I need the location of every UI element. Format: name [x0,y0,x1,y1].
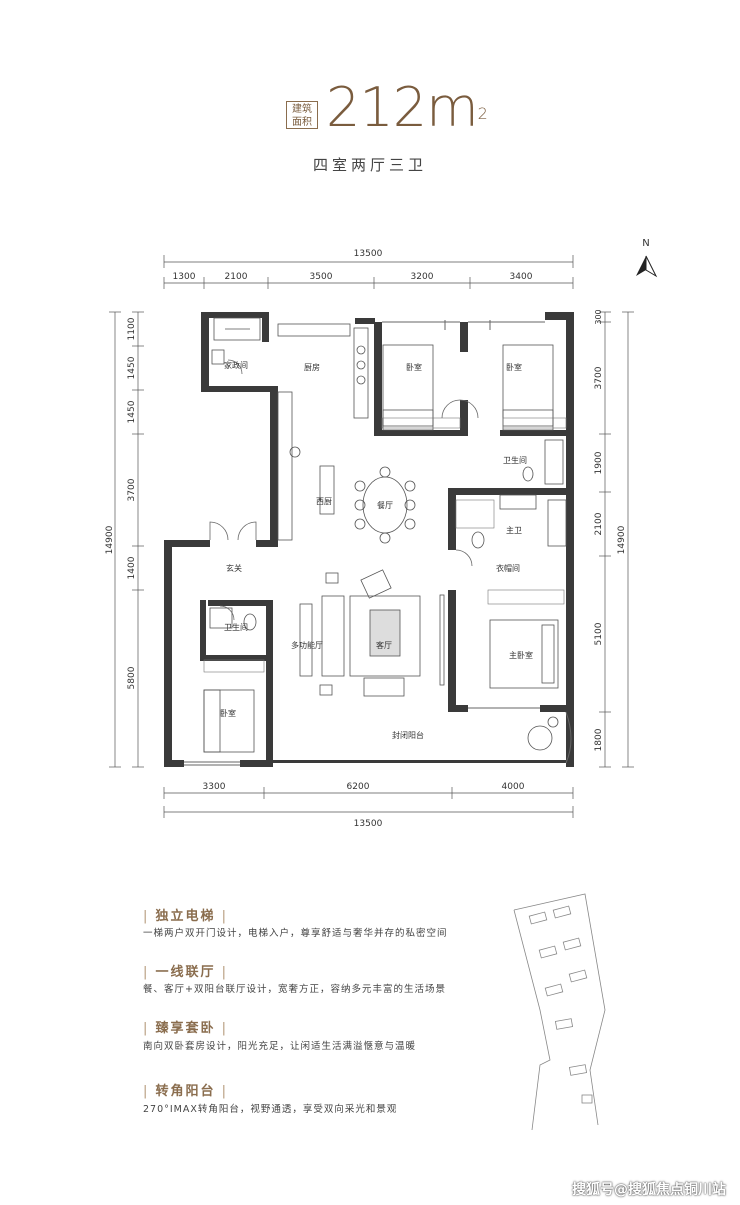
label-bathroom-1: 卫生间 [503,455,527,465]
bottom-dim-2: 6200 [347,782,370,792]
label-walk-in-closet: 衣帽间 [496,563,520,573]
compass-label: N [642,238,649,249]
label-master-bedroom: 主卧室 [509,650,533,660]
bottom-dim-3: 4000 [502,782,525,792]
area-unit-sup: 2 [477,104,488,123]
label-dining: 餐厅 [377,501,393,510]
watermark: 搜狐号@搜狐焦点铜川站 [572,1182,726,1198]
label-master-bath: 主卫 [506,525,522,535]
bottom-dim-1: 3300 [203,782,226,792]
label-western-kitchen: 西厨 [316,497,332,506]
right-total-dim: 14900 [617,525,627,554]
top-dim-1: 1300 [173,272,196,282]
compass-icon: N [636,238,658,278]
left-dim-5: 1400 [127,556,137,579]
left-dim-4: 3700 [127,478,137,501]
bathroom-fixtures [209,439,567,631]
top-dim-4: 3200 [411,272,434,282]
label-bedroom-1: 卧室 [406,362,422,372]
top-dim-5: 3400 [510,272,533,282]
right-dim-5: 5100 [594,622,604,645]
walls [164,312,574,767]
feature-desc-4: 270°IMAX转角阳台，视野通透，享受双向采光和景观 [143,1104,398,1115]
left-total-dim: 14900 [105,525,115,554]
badge-line-1: 建筑 [292,104,312,115]
left-dim-6: 5800 [127,666,137,689]
doors [209,359,479,621]
feature-title-1: | 独立电梯 | [143,909,229,924]
right-dim-3: 1900 [594,451,604,474]
feature-title-4: | 转角阳台 | [143,1084,229,1099]
area-value: 212m2 [326,76,488,139]
right-dim-6: 1800 [594,728,604,751]
feature-desc-2: 餐、客厅+双阳台联厅设计，宽奢方正，容纳多元丰富的生活场景 [143,984,446,995]
label-foyer: 玄关 [226,563,242,573]
floor-plan: N 13500 1300 2100 3500 3200 3400 14900 1… [105,238,658,829]
right-dim-4: 2100 [594,512,604,535]
label-housekeeping: 家政间 [224,360,248,370]
right-dim-2: 3700 [594,366,604,389]
site-plan-sketch [513,893,606,1131]
right-dimension-lines [599,311,634,768]
dining-furniture [319,465,416,544]
bottom-dimension-lines [163,787,574,818]
label-multi-hall: 多功能厅 [291,640,323,650]
top-total-dim: 13500 [354,249,383,259]
top-dimension-lines [163,255,574,289]
area-badge: 建筑 面积 [286,101,318,129]
left-dim-1: 1100 [127,317,137,340]
living-furniture [299,569,559,751]
feature-title-2: | 一线联厅 | [143,965,229,980]
top-dim-3: 3500 [310,272,333,282]
label-kitchen: 厨房 [304,362,320,372]
kitchen-fixtures [211,317,369,541]
label-living: 客厅 [376,640,392,650]
label-bathroom-2: 卫生间 [224,622,248,632]
windows [184,320,572,766]
right-dim-1: 300 [594,309,603,324]
label-balcony: 封闭阳台 [392,730,424,740]
feature-title-3: | 臻享套卧 | [143,1021,229,1036]
feature-desc-3: 南向双卧套房设计，阳光充足，让闲适生活满溢惬意与温暖 [143,1041,417,1052]
left-dimension-lines [109,311,144,768]
left-dim-3: 1450 [127,400,137,423]
label-bedroom-2: 卧室 [506,362,522,372]
left-dim-2: 1450 [127,356,137,379]
top-dim-2: 2100 [225,272,248,282]
bottom-total-dim: 13500 [354,819,383,829]
label-bedroom-3: 卧室 [220,708,236,718]
feature-desc-1: 一梯两户双开门设计，电梯入户，尊享舒适与奢华并存的私密空间 [143,928,448,939]
layout-type: 四室两厅三卫 [312,156,427,174]
badge-line-2: 面积 [292,117,312,128]
area-number: 212m [326,76,479,139]
wardrobes [203,417,567,673]
